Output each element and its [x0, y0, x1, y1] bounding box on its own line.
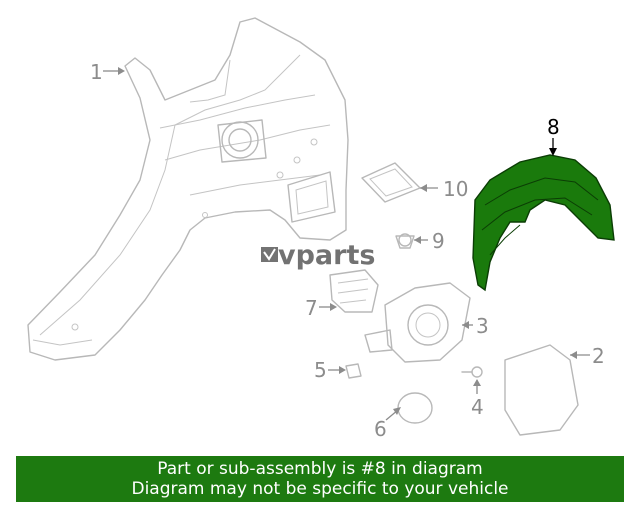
callout-8-label: 8 [547, 115, 560, 139]
grommet-part [345, 363, 362, 379]
callout-9-label: 9 [432, 229, 445, 253]
callout-4-label: 4 [471, 395, 484, 419]
callout-2: 2 [570, 344, 605, 368]
callout-7-label: 7 [305, 296, 318, 320]
watermark-text: vparts [278, 240, 375, 271]
fuel-door-housing-part [364, 282, 471, 363]
quarter-panel-part [27, 17, 349, 361]
callout-5: 5 [314, 358, 346, 382]
clip-part [395, 233, 415, 249]
callout-6: 6 [374, 407, 401, 441]
banner-line-2: Diagram may not be specific to your vehi… [131, 479, 509, 499]
screw-part [461, 366, 483, 378]
bracket-part [329, 269, 379, 313]
info-banner: Part or sub-assembly is #8 in diagram Di… [16, 456, 624, 502]
o-ring-part [397, 392, 433, 424]
wheelhouse-liner-part [472, 154, 615, 292]
callout-2-label: 2 [592, 344, 605, 368]
callout-3-label: 3 [476, 314, 489, 338]
gasket-part [361, 162, 421, 203]
callout-10: 10 [420, 177, 468, 201]
callout-5-label: 5 [314, 358, 327, 382]
parts-diagram: vparts 1 2 3 4 5 6 7 8 [27, 17, 615, 441]
callout-10-label: 10 [443, 177, 468, 201]
fuel-door-lid-part [504, 344, 579, 436]
callout-3: 3 [462, 314, 489, 338]
callout-1: 1 [90, 60, 125, 84]
callout-1-label: 1 [90, 60, 103, 84]
callout-9: 9 [414, 229, 445, 253]
callout-6-label: 6 [374, 417, 387, 441]
watermark-logo: vparts [261, 240, 375, 271]
banner-line-1: Part or sub-assembly is #8 in diagram [157, 459, 483, 479]
callout-7: 7 [305, 296, 337, 320]
callout-8: 8 [547, 115, 560, 156]
callout-4: 4 [471, 379, 484, 419]
